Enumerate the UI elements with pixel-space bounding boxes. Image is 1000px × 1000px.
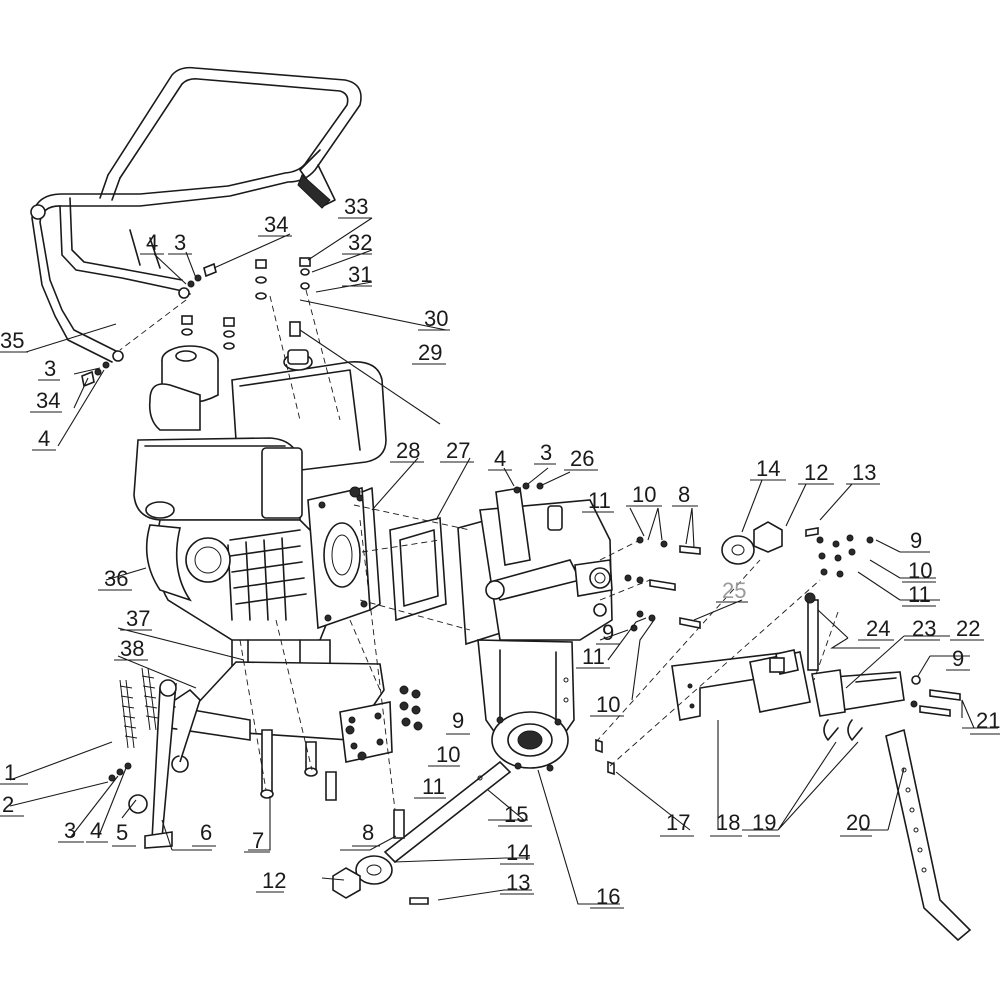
callout-11-hitch: 11	[908, 582, 931, 607]
callout-3-handle-left: 3	[44, 356, 56, 381]
callout-30: 30	[424, 306, 448, 331]
callout-15: 15	[504, 802, 528, 827]
callout-21: 21	[976, 708, 1000, 733]
callout-38: 38	[120, 636, 144, 661]
callout-31: 31	[348, 262, 372, 287]
callout-9-depth: 9	[952, 646, 964, 671]
callout-13: 13	[506, 870, 530, 895]
upper-hub-parts	[721, 521, 783, 565]
callout-4-handle-top: 4	[146, 230, 158, 255]
callout-25: 25	[722, 578, 746, 603]
callout-4-handle-left: 4	[38, 426, 50, 451]
callout-1: 1	[4, 760, 16, 785]
callout-17: 17	[666, 810, 690, 835]
lynch-pins	[823, 719, 863, 741]
leader-lines	[9, 217, 998, 905]
axle-shaft	[383, 760, 512, 864]
callout-22: 22	[956, 616, 980, 641]
callout-12-hub: 12	[804, 460, 828, 485]
callout-underlines	[0, 217, 1000, 909]
springs	[119, 667, 159, 814]
callout-9-hitch: 9	[910, 528, 922, 553]
callout-10-hitch: 10	[908, 558, 932, 583]
callout-labels: 1 2 3 4 5 6 7 8 9 10 11 12 13 14 15 16 1…	[0, 194, 1000, 909]
callout-36: 36	[104, 566, 128, 591]
callout-8-gearbox: 8	[678, 482, 690, 507]
engine	[133, 345, 387, 673]
callout-11-gearbox: 11	[588, 488, 611, 513]
kickstand	[144, 679, 177, 849]
callout-9-hitch-low: 9	[602, 620, 614, 645]
callout-5: 5	[116, 820, 128, 845]
callout-23: 23	[912, 616, 936, 641]
callout-19: 19	[752, 810, 776, 835]
callout-2: 2	[2, 792, 14, 817]
callout-13-hub: 13	[852, 460, 876, 485]
callout-34-handle-left: 34	[36, 388, 60, 413]
callout-10-gearbox: 10	[632, 482, 656, 507]
callout-6: 6	[200, 820, 212, 845]
callout-3-gearbox: 3	[540, 440, 552, 465]
handlebar-frame	[30, 66, 362, 363]
hitch-bracket	[671, 649, 811, 721]
callout-11: 11	[422, 774, 445, 799]
callout-35: 35	[0, 328, 24, 353]
callout-18: 18	[716, 810, 740, 835]
callout-34: 34	[264, 212, 288, 237]
callout-20: 20	[846, 810, 870, 835]
engine-mount-plate	[169, 661, 393, 773]
depth-bar-bracket	[804, 592, 921, 717]
depth-bar	[885, 728, 972, 942]
callout-33: 33	[344, 194, 368, 219]
callout-14-hub: 14	[756, 456, 780, 481]
callout-4-gearbox: 4	[494, 446, 506, 471]
callout-28: 28	[396, 438, 420, 463]
callout-8: 8	[362, 820, 374, 845]
lower-hub-parts	[332, 855, 429, 905]
callout-10: 10	[436, 742, 460, 767]
assembly-lines	[119, 289, 839, 811]
callout-14: 14	[506, 840, 530, 865]
callout-27: 27	[446, 438, 470, 463]
callout-4: 4	[90, 818, 102, 843]
callout-37: 37	[126, 606, 150, 631]
callout-10-gearbox-low: 10	[596, 692, 620, 717]
gasket	[389, 517, 447, 622]
callout-29: 29	[418, 340, 442, 365]
callout-16: 16	[596, 884, 620, 909]
callout-7: 7	[252, 828, 264, 853]
callout-26: 26	[570, 446, 594, 471]
callout-24: 24	[866, 616, 890, 641]
callout-32: 32	[348, 230, 372, 255]
callout-3: 3	[64, 818, 76, 843]
gearbox	[457, 487, 613, 772]
callout-3-handle-top: 3	[174, 230, 186, 255]
callout-12: 12	[262, 868, 286, 893]
callout-11-gearbox-low: 11	[582, 644, 605, 669]
callout-9: 9	[452, 708, 464, 733]
